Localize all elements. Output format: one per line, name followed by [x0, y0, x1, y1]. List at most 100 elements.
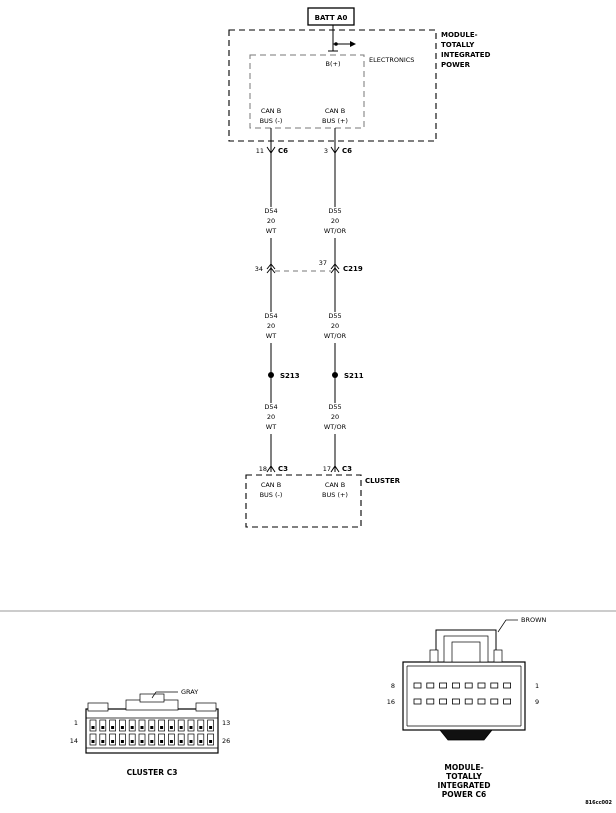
- c3-pin-cavity: [109, 719, 116, 732]
- b-plus-arrow-icon: [328, 41, 356, 52]
- c219-label: C219: [343, 265, 363, 273]
- c3-pin-contact: [160, 726, 164, 729]
- c3-pin-contact: [209, 726, 213, 729]
- c3-pin-contact: [111, 740, 115, 743]
- cluster-c3-title: CLUSTER C3: [127, 768, 178, 777]
- tipm-c6-connector-view: [402, 629, 526, 741]
- c6-pin-cavity: [477, 682, 486, 689]
- c6-title-4: POWER C6: [442, 790, 486, 799]
- tipm-can-minus-2: BUS (-): [260, 117, 283, 125]
- c3-pin-contact: [160, 740, 164, 743]
- c6-title-1: MODULE-: [444, 763, 483, 772]
- c6-label-right: C6: [342, 147, 352, 155]
- c3-pin-cavity: [99, 733, 107, 746]
- wire-r-color-2: WT/OR: [324, 332, 347, 340]
- wire-l-gauge-2: 20: [267, 322, 275, 330]
- wire-r-gauge-2: 20: [331, 322, 339, 330]
- wire-r-gauge-1: 20: [331, 217, 339, 225]
- cluster-can-minus-2: BUS (-): [260, 491, 283, 499]
- c3-pin-cavity: [177, 733, 185, 746]
- c3-pin-contact: [179, 726, 183, 729]
- c6-pin-cavity: [426, 682, 435, 689]
- c6-pin-cavity: [451, 682, 460, 689]
- c3-pin-contact: [179, 740, 183, 743]
- c6-pin-cavity: [413, 682, 422, 689]
- c6-pin-cavity: [413, 698, 422, 705]
- c3-pin-cavity: [138, 733, 146, 746]
- c3-pin-cavity: [207, 719, 214, 732]
- tipm-label-2: TOTALLY: [441, 41, 475, 49]
- wire-l-code-3: D54: [264, 403, 277, 411]
- c219-pin-37: 37: [319, 259, 327, 267]
- cluster-c3-color-label: GRAY: [181, 688, 198, 696]
- c6-view-pin-8: 8: [391, 682, 395, 690]
- c6-color-label: BROWN: [521, 616, 547, 624]
- wire-r-color-3: WT/OR: [324, 423, 347, 431]
- wire-l-code-1: D54: [264, 207, 277, 215]
- c3-label-left: C3: [278, 465, 288, 473]
- c3-pin-cavity: [119, 733, 126, 746]
- c3-pin-cavity: [187, 719, 195, 732]
- c3-label-right: C3: [342, 465, 352, 473]
- c3-pin-contact: [91, 740, 95, 743]
- wire-l-gauge-1: 20: [267, 217, 275, 225]
- c3-pin-contact: [120, 740, 124, 743]
- gray-leader-line: [151, 691, 157, 699]
- cluster-can-plus-1: CAN B: [325, 481, 345, 489]
- wire-r-color-1: WT/OR: [324, 227, 347, 235]
- c3-pin-cavity: [158, 719, 165, 732]
- c3-pin-contact: [111, 726, 115, 729]
- c3-pin-contact: [101, 726, 105, 729]
- c219-pin-34: 34: [255, 265, 263, 273]
- batt-a0-text: BATT A0: [315, 14, 348, 22]
- tipm-label-4: POWER: [441, 61, 471, 69]
- splice-s211-dot: [332, 372, 338, 378]
- c6-pin-cavity: [503, 682, 512, 689]
- c6-view-pin-9: 9: [535, 698, 539, 706]
- c3-pin-cavity: [168, 719, 175, 732]
- splice-s213-dot: [268, 372, 274, 378]
- c219-connector-symbol: [266, 263, 340, 274]
- wire-r-code-3: D55: [328, 403, 341, 411]
- c6-title-2: TOTALLY: [446, 772, 482, 781]
- c6-label-left: C6: [278, 147, 288, 155]
- c3-pin-contact: [140, 740, 144, 743]
- tipm-label-1: MODULE-: [441, 31, 478, 39]
- c6-pin-cavity: [490, 682, 499, 689]
- c3-pin-cavity: [177, 719, 185, 732]
- cluster-can-minus-1: CAN B: [261, 481, 281, 489]
- c3-pin-cavity: [89, 719, 97, 732]
- c3-pin-cavity: [168, 733, 175, 746]
- cluster-c3-connector-view: [85, 693, 219, 754]
- c3-pin-contact: [189, 726, 193, 729]
- c3-pin-cavity: [148, 719, 156, 732]
- wire-l-color-3: WT: [266, 423, 276, 431]
- c3-pin-contact: [150, 740, 154, 743]
- c3-pin-cavity: [197, 719, 205, 732]
- c3-pin-contact: [91, 726, 95, 729]
- c3-pin-contact: [101, 740, 105, 743]
- c6-pin-cavity: [451, 698, 460, 705]
- c3-pin-cavity: [109, 733, 116, 746]
- cluster-c3-pin-26: 26: [222, 737, 230, 745]
- electronics-label: ELECTRONICS: [369, 56, 414, 64]
- tipm-can-plus-2: BUS (+): [322, 117, 348, 125]
- c6-pin-cavity: [439, 698, 448, 705]
- c3-pin-contact: [140, 726, 144, 729]
- c3-pin-cavity: [187, 733, 195, 746]
- c3-pin-contact: [189, 740, 193, 743]
- c3-pin-cavity: [138, 719, 146, 732]
- c3-pin-contact: [209, 740, 213, 743]
- tipm-can-plus-1: CAN B: [325, 107, 345, 115]
- c3-pin-contact: [120, 726, 124, 729]
- brown-leader-line: [497, 619, 507, 633]
- tipm-label-3: INTEGRATED: [441, 51, 491, 59]
- c3-pin-cavity: [207, 733, 214, 746]
- tipm-module-box: [228, 29, 437, 142]
- c3-pin-contact: [199, 726, 203, 729]
- c3-pin-cavity: [158, 733, 165, 746]
- c6-view-pin-1: 1: [535, 682, 539, 690]
- electronics-box: [249, 54, 365, 129]
